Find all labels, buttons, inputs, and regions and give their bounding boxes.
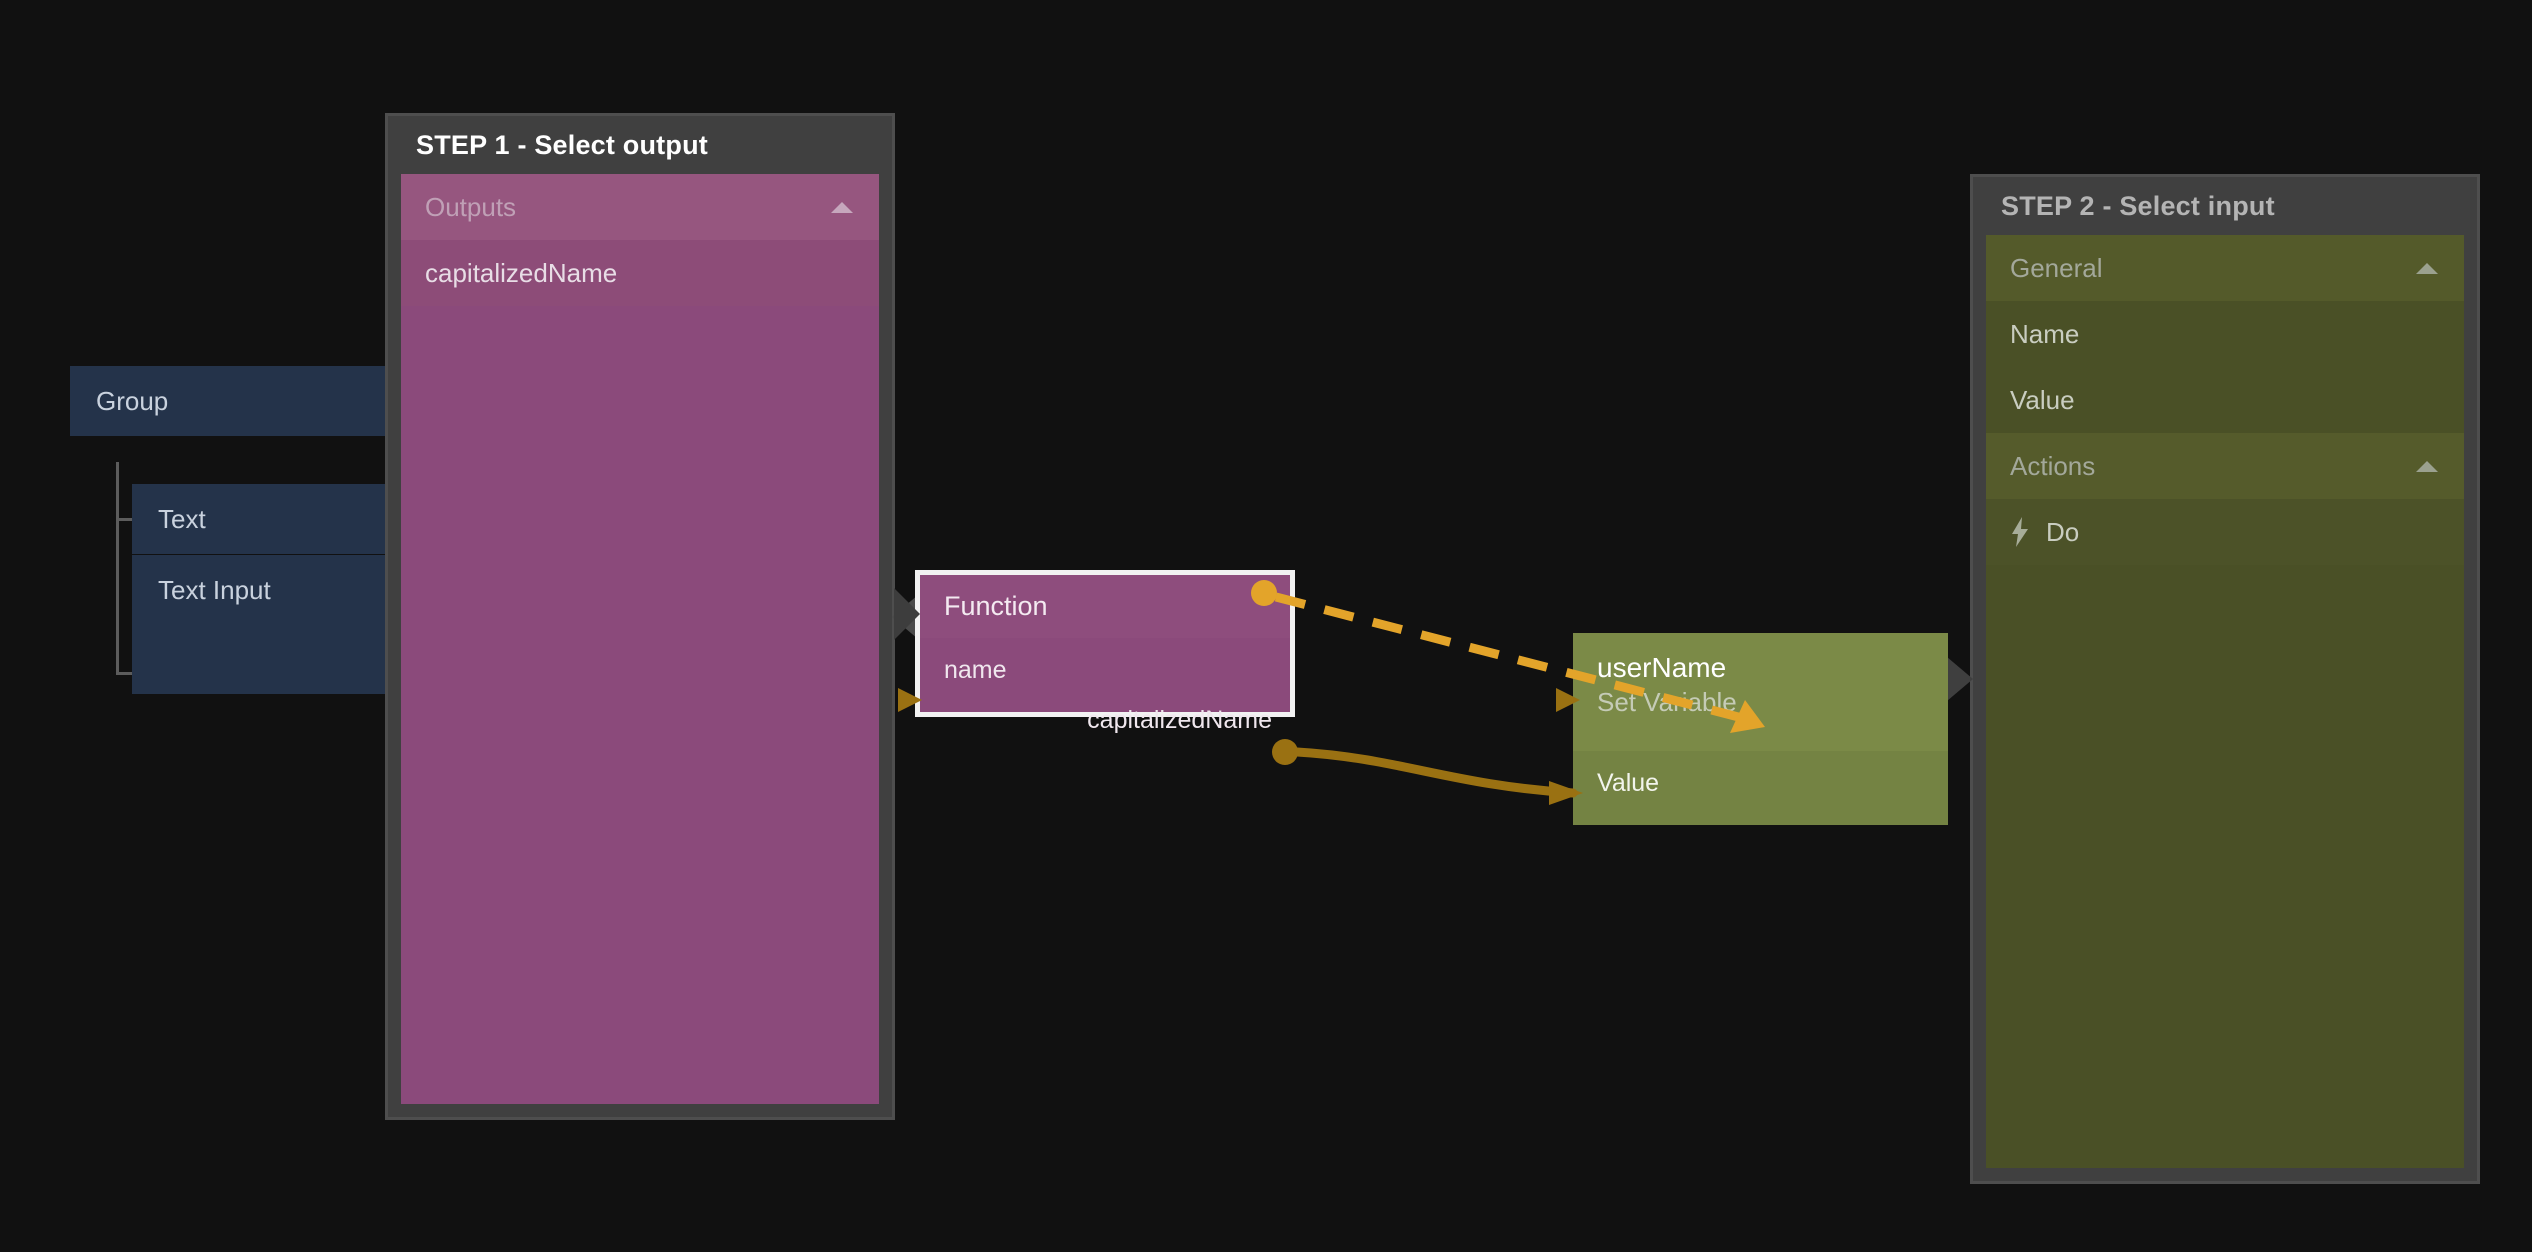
step1-title: STEP 1 - Select output — [416, 130, 708, 160]
chevron-up-icon[interactable] — [2416, 461, 2438, 472]
tree-item-label: Text Input — [158, 575, 271, 605]
function-node-body: name capitalizedName — [920, 638, 1290, 734]
step2-section-header-general[interactable]: General — [1986, 235, 2464, 301]
data-out-dot-icon[interactable] — [1272, 739, 1298, 765]
step1-output-capitalizedname[interactable]: capitalizedName — [401, 240, 879, 306]
step2-panel: STEP 2 - Select input General Name Value… — [1947, 174, 2480, 1184]
step1-body: Outputs capitalizedName — [401, 174, 879, 1104]
tree-connector-tick — [116, 518, 134, 521]
action-label: Do — [2046, 517, 2080, 547]
function-input-port-name[interactable]: name — [944, 656, 1007, 684]
function-node[interactable]: Function name capitalizedName — [915, 570, 1295, 734]
tree-item-text-input-body — [132, 625, 390, 694]
tree-connector-line — [116, 462, 137, 675]
section-header-label: General — [2010, 253, 2103, 283]
output-label: capitalizedName — [425, 258, 618, 288]
tree-item-text-input[interactable]: Text Input — [132, 555, 390, 625]
set-variable-node-header: userName Set Variable — [1573, 633, 1948, 751]
step1-panel: STEP 1 - Select output Outputs capitaliz… — [385, 113, 918, 1120]
data-connection-wire — [1292, 747, 1578, 798]
set-variable-node-title: userName — [1597, 652, 1727, 683]
tree-item-label: Group — [96, 386, 169, 416]
step1-section-header-outputs[interactable]: Outputs — [401, 174, 879, 240]
function-output-port-capitalizedname[interactable]: capitalizedName — [1087, 706, 1272, 734]
tree-item-group[interactable]: Group — [70, 366, 390, 436]
step2-title: STEP 2 - Select input — [2001, 191, 2275, 221]
set-variable-input-port-value[interactable]: Value — [1597, 769, 1660, 797]
step2-body: General Name Value Actions Do — [1986, 235, 2464, 1168]
step2-section-header-actions[interactable]: Actions — [1986, 433, 2464, 499]
function-node-title: Function — [944, 591, 1048, 621]
section-header-label: Outputs — [425, 192, 517, 222]
tree-item-text[interactable]: Text — [132, 484, 390, 554]
input-label: Name — [2010, 319, 2080, 349]
chevron-up-icon[interactable] — [2416, 263, 2438, 274]
set-variable-node-body: Value — [1573, 751, 1948, 825]
step2-input-name[interactable]: Name — [1986, 301, 2464, 367]
step2-action-do[interactable]: Do — [1986, 499, 2464, 565]
step2-pointer-beak — [1947, 657, 1973, 701]
section-header-label: Actions — [2010, 451, 2096, 481]
lightning-bolt-icon — [2010, 505, 2030, 547]
input-label: Value — [2010, 385, 2075, 415]
function-node-header: Function — [920, 575, 1290, 638]
chevron-up-icon[interactable] — [831, 202, 853, 213]
tree-item-label: Text — [158, 504, 206, 534]
step2-input-value[interactable]: Value — [1986, 367, 2464, 433]
set-variable-node-subtitle: Set Variable — [1597, 687, 1737, 717]
component-tree: Group Text Text Input — [70, 366, 390, 766]
set-variable-node[interactable]: userName Set Variable Value — [1573, 633, 1948, 825]
